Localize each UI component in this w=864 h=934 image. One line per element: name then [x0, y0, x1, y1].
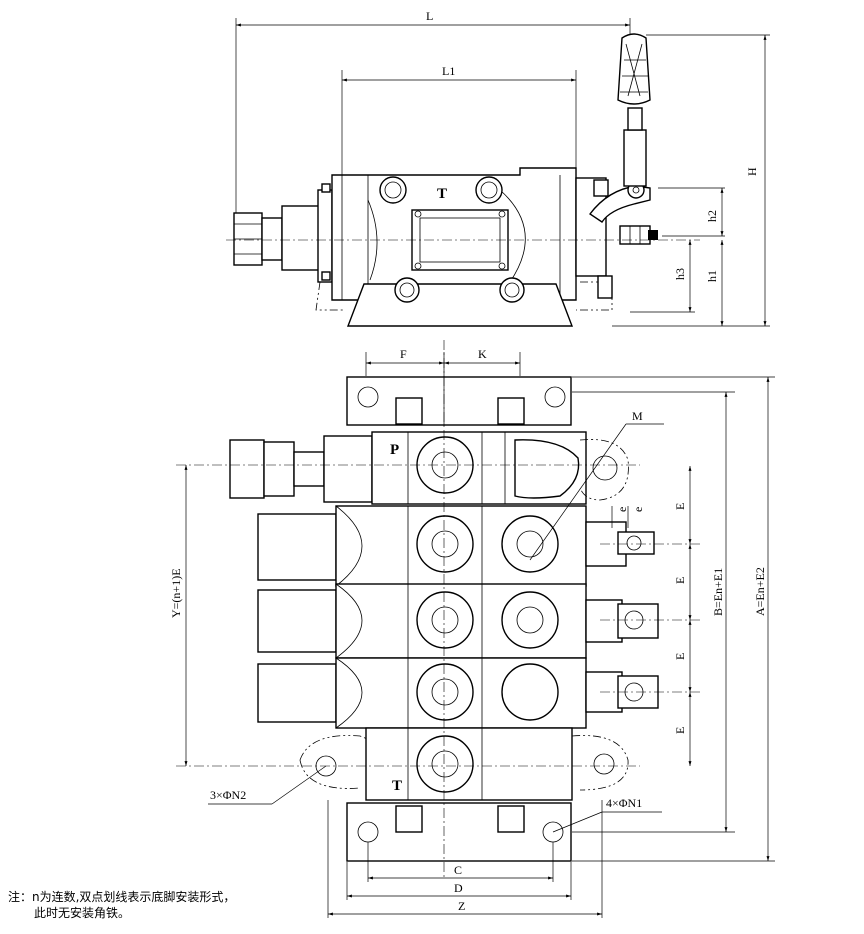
dim-label-A: A=En+E2 [753, 567, 767, 616]
work-section-3 [257, 657, 659, 729]
plan-view: F K P [169, 340, 775, 918]
dim-label-h3: h3 [673, 268, 687, 280]
dim-label-h1: h1 [705, 270, 719, 282]
top-port-right [475, 176, 503, 204]
dim-label-E4: E [673, 727, 687, 734]
dim-label-E1: E [673, 503, 687, 510]
port-P-label: P [390, 442, 399, 458]
dim-label-M: M [632, 409, 643, 423]
drawing-note: 注：n为连数,双点划线表示底脚安装形式， 此时无安装角铁。 [8, 889, 235, 921]
clevis [619, 225, 651, 245]
port-T-label: T [392, 778, 402, 794]
dim-label-F: F [400, 347, 407, 361]
dim-label-H: H [745, 167, 759, 176]
dim-label-K: K [478, 347, 487, 361]
inlet-section [323, 435, 373, 503]
note-line-1: 注：n为连数,双点划线表示底脚安装形式， [8, 890, 236, 904]
dim-label-h2: h2 [705, 210, 719, 222]
top-port-left [379, 176, 407, 204]
handle-rod [623, 129, 647, 187]
work-section-2 [257, 583, 659, 659]
work-section-1 [257, 505, 655, 587]
side-view: L L1 T [226, 9, 770, 327]
dim-label-Y: Y=(n+1)E [169, 568, 183, 618]
dim-label-E3: E [673, 653, 687, 660]
dim-label-Z: Z [458, 899, 465, 913]
dim-label-L1: L1 [442, 64, 455, 78]
dim-label-D: D [454, 881, 463, 895]
dim-label-L: L [426, 9, 433, 23]
base-plate [346, 283, 574, 327]
dim-label-B: B=En+E1 [711, 568, 725, 616]
handle-grip [617, 33, 651, 105]
dim-label-e2: e [631, 507, 645, 512]
dim-label-e1: e [615, 507, 629, 512]
top-mark-label: T [437, 186, 447, 202]
dim-label-C: C [454, 863, 462, 877]
dim-label-E2: E [673, 577, 687, 584]
top-bracket [346, 376, 572, 426]
bottom-bracket [346, 802, 572, 862]
dim-label-N2: 3×ΦN2 [210, 788, 246, 802]
note-line-2: 此时无安装角铁。 [34, 906, 131, 920]
dim-label-N1: 4×ΦN1 [606, 796, 642, 810]
